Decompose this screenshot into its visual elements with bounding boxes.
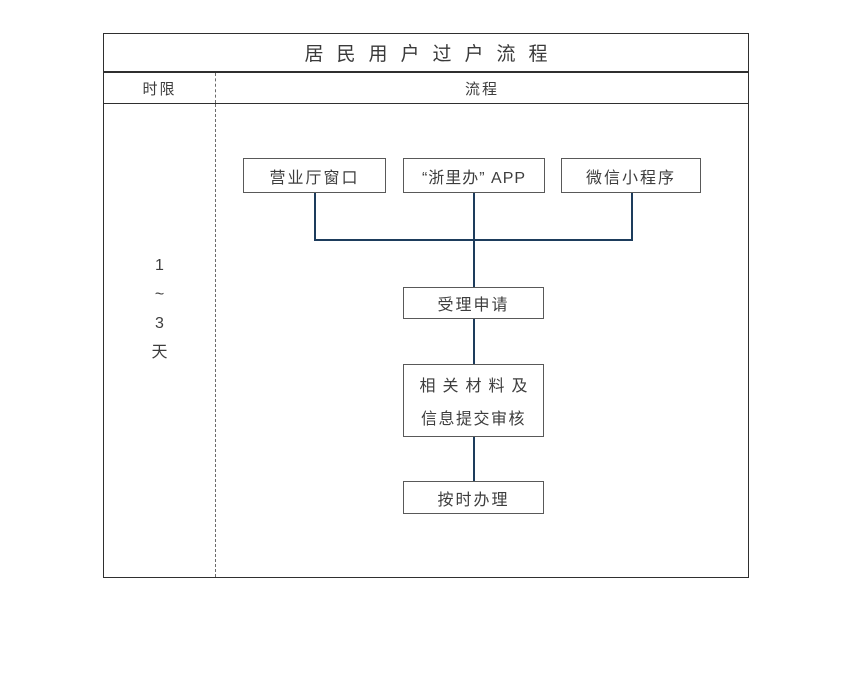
connector-line bbox=[473, 437, 475, 481]
materials-review-line-1: 相关材料及 bbox=[419, 378, 535, 395]
connector-line bbox=[631, 193, 633, 240]
time-limit-cell: 1 ~ 3 天 bbox=[104, 104, 216, 577]
flow-node-handle-on-time: 按时办理 bbox=[403, 481, 544, 514]
connector-line bbox=[314, 193, 316, 240]
flow-node-wechat-miniprogram: 微信小程序 bbox=[561, 158, 701, 193]
connector-merge-line bbox=[314, 239, 633, 241]
flow-node-zheliban-app: “浙里办” APP bbox=[403, 158, 545, 193]
time-limit-line-1: 1 bbox=[155, 257, 164, 274]
header-time-limit: 时限 bbox=[104, 73, 216, 103]
time-limit-line-4: 天 bbox=[151, 344, 168, 361]
connector-line bbox=[473, 319, 475, 364]
flow-node-materials-review: 相关材料及 信息提交审核 bbox=[403, 364, 544, 437]
page-title: 居民用户过户流程 bbox=[104, 34, 748, 73]
table-body: 1 ~ 3 天 营业厅窗口 “浙里办” APP 微信小程序 受理申请 bbox=[104, 104, 748, 577]
header-process: 流程 bbox=[464, 80, 499, 98]
materials-review-line-2: 信息提交审核 bbox=[420, 411, 526, 428]
time-limit-line-2: ~ bbox=[154, 286, 165, 303]
table-header: 时限 流程 bbox=[104, 73, 748, 104]
process-cell: 营业厅窗口 “浙里办” APP 微信小程序 受理申请 相关材料及 信息提交审核 bbox=[216, 104, 748, 577]
time-limit-line-3: 3 bbox=[155, 315, 164, 332]
table-frame: 居民用户过户流程 时限 流程 1 ~ 3 天 营业厅窗口 “浙里办” APP 微… bbox=[103, 33, 749, 578]
flow-node-accept-application: 受理申请 bbox=[403, 287, 544, 319]
flow-node-hall-window: 营业厅窗口 bbox=[243, 158, 386, 193]
